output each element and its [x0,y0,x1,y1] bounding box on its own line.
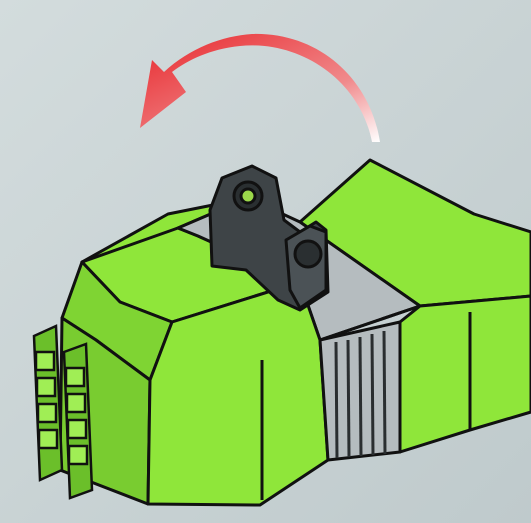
instruction-step-diagram [0,0,531,523]
assembly-illustration [0,0,531,523]
